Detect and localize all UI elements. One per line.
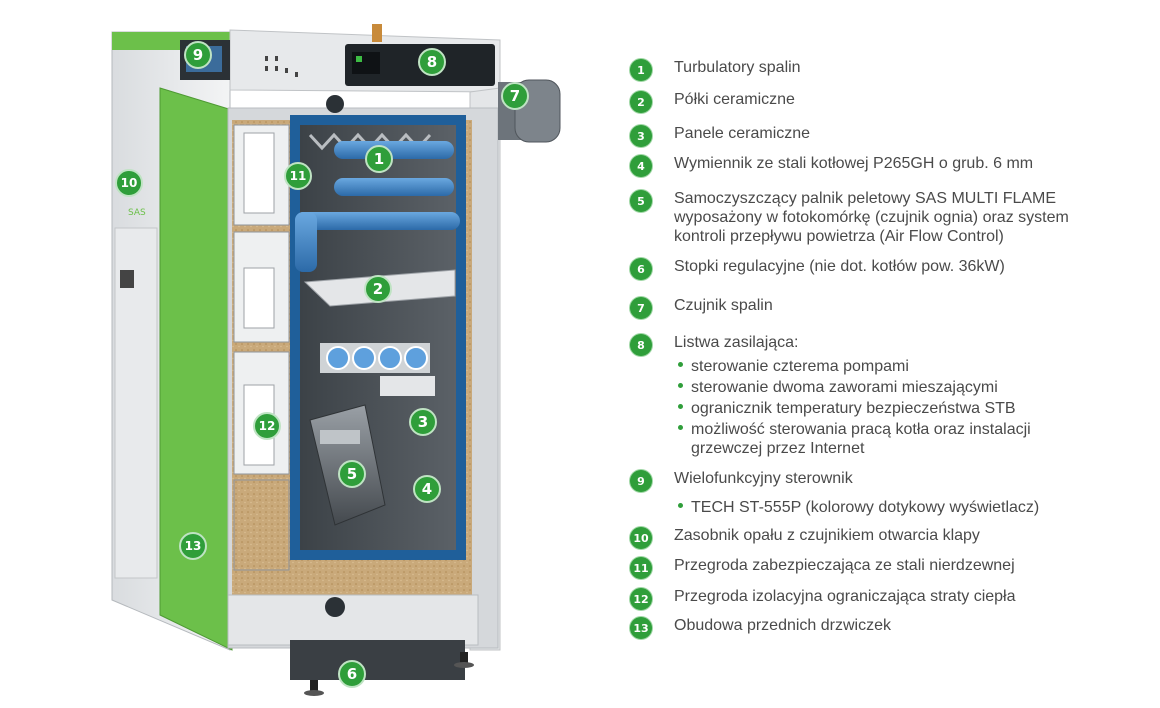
sub-item-9-1: TECH ST-555P (kolorowy dotykowy wyświetl…	[678, 498, 1098, 517]
legend-number: 13	[630, 617, 652, 639]
svg-text:9: 9	[193, 46, 203, 64]
bullet-dot	[678, 425, 683, 431]
badge-7: 7	[501, 82, 529, 110]
legend-item-2: 2 Półki ceramiczne	[630, 90, 1114, 113]
boiler-base	[227, 95, 479, 696]
legend-text: Panele ceramiczne	[674, 125, 811, 142]
legend-text: Turbulatory spalin	[674, 59, 801, 76]
svg-text:10: 10	[121, 176, 138, 190]
sub-item-text-continued: grzewczej przez Internet	[691, 440, 865, 457]
badge-9: 9	[184, 41, 212, 69]
svg-text:2: 2	[373, 280, 383, 298]
svg-text:4: 4	[422, 480, 432, 498]
bullet-dot	[678, 404, 683, 410]
legend-number: 10	[630, 527, 652, 549]
bullet-dot	[678, 383, 683, 389]
legend-item-9: 9 Wielofunkcyjny sterownik	[630, 469, 1114, 492]
legend-text: Czujnik spalin	[674, 297, 773, 314]
sub-item-text: sterowanie dwoma zaworami mieszającymi	[691, 379, 998, 396]
legend-text: Półki ceramiczne	[674, 91, 795, 108]
legend-item-4: 4 Wymiennik ze stali kotłowej P265GH o gr…	[630, 154, 1114, 177]
legend-text: Wielofunkcyjny sterownik	[674, 470, 853, 487]
legend-number: 1	[630, 59, 652, 81]
legend-item-1: 1 Turbulatory spalin	[630, 58, 1114, 81]
svg-text:8: 8	[427, 53, 437, 71]
badge-1: 1	[365, 145, 393, 173]
svg-text:5: 5	[347, 465, 357, 483]
sub-item-8-4: możliwość sterowania pracą kotła oraz in…	[678, 420, 1098, 458]
legend-text: Wymiennik ze stali kotłowej P265GH o gru…	[674, 155, 1034, 172]
legend-text: Obudowa przednich drzwiczek	[674, 617, 891, 634]
legend-number: 12	[630, 588, 652, 610]
legend-number: 9	[630, 470, 652, 492]
boiler-cutaway-illustration: SAS	[111, 24, 561, 696]
legend-number: 5	[630, 190, 652, 212]
legend-item-7: 7 Czujnik spalin	[630, 296, 1114, 319]
logo-text: SAS	[128, 208, 146, 218]
legend-item-6: 6 Stopki regulacyjne (nie dot. kotłów pow…	[630, 257, 1114, 280]
legend-text: Przegroda zabezpieczająca ze stali nierd…	[674, 557, 1015, 574]
svg-text:1: 1	[374, 150, 384, 168]
legend-number: 2	[630, 91, 652, 113]
legend-item-8: 8 Listwa zasilająca:	[630, 333, 1114, 356]
sub-item-text: ogranicznik temperatury bezpieczeństwa S…	[691, 400, 1016, 417]
legend-number: 7	[630, 297, 652, 319]
legend-number: 3	[630, 125, 652, 147]
legend-item-10: 10 Zasobnik opału z czujnikiem otwarcia k…	[630, 526, 1114, 549]
exchanger-pipes	[320, 343, 435, 396]
part-badges: 1 2 3 4 5 6 7 8 9 10 11 12 13	[115, 41, 529, 688]
sub-item-8-2: sterowanie dwoma zaworami mieszającymi	[678, 378, 1098, 397]
legend-number: 6	[630, 258, 652, 280]
sub-item-8-1: sterowanie czterema pompami	[678, 357, 1098, 376]
badge-4: 4	[413, 475, 441, 503]
bullet-dot	[678, 362, 683, 368]
sub-item-text: TECH ST-555P (kolorowy dotykowy wyświetl…	[691, 499, 1040, 516]
legend-number: 8	[630, 334, 652, 356]
svg-text:3: 3	[418, 413, 428, 431]
legend-number: 4	[630, 155, 652, 177]
legend-number: 11	[630, 557, 652, 579]
legend-text: Samoczyszczący palnik peletowy SAS MULTI…	[674, 190, 1069, 245]
svg-text:11: 11	[290, 169, 307, 183]
front-door-frame	[159, 87, 233, 651]
legend-text: Zasobnik opału z czujnikiem otwarcia kla…	[674, 527, 980, 544]
legend-item-5: 5 Samoczyszczący palnik peletowy SAS MULT…	[630, 189, 1114, 246]
bullet-dot	[678, 503, 683, 509]
sub-item-text: możliwość sterowania pracą kotła oraz in…	[691, 421, 1031, 438]
svg-text:12: 12	[259, 419, 276, 433]
badge-8: 8	[418, 48, 446, 76]
legend-item-11: 11 Przegroda zabezpieczająca ze stali nie…	[630, 556, 1114, 579]
sub-item-text: sterowanie czterema pompami	[691, 358, 909, 375]
badge-10: 10	[115, 169, 143, 197]
flue-turbulators	[295, 141, 460, 272]
svg-text:13: 13	[185, 539, 202, 553]
svg-text:6: 6	[347, 665, 357, 683]
legend-text: Przegroda izolacyjna ograniczająca strat…	[674, 588, 1016, 605]
legend-item-12: 12 Przegroda izolacyjna ograniczająca str…	[630, 587, 1114, 610]
sub-item-8-3: ogranicznik temperatury bezpieczeństwa S…	[678, 399, 1098, 418]
svg-text:7: 7	[510, 87, 520, 105]
badge-12: 12	[253, 412, 281, 440]
legend-text: Listwa zasilająca:	[674, 334, 799, 351]
badge-2: 2	[364, 275, 392, 303]
legend-text: Stopki regulacyjne (nie dot. kotłów pow.…	[674, 258, 1005, 275]
legend-item-13: 13 Obudowa przednich drzwiczek	[630, 616, 1114, 639]
badge-5: 5	[338, 460, 366, 488]
legend-item-3: 3 Panele ceramiczne	[630, 124, 1114, 147]
badge-13: 13	[179, 532, 207, 560]
badge-11: 11	[284, 162, 312, 190]
badge-3: 3	[409, 408, 437, 436]
badge-6: 6	[338, 660, 366, 688]
